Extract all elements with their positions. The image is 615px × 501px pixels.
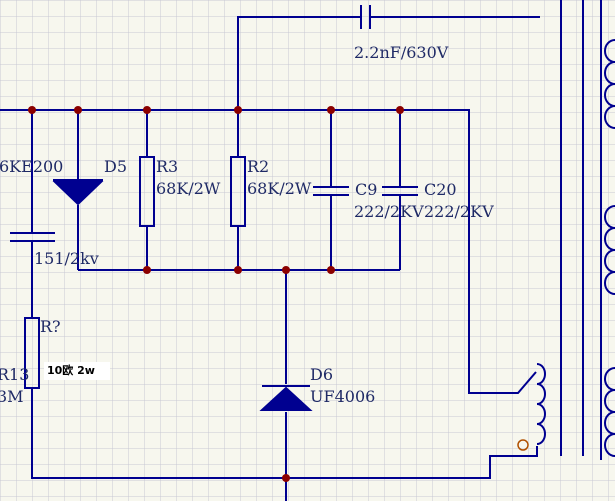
junction-dot <box>143 106 151 114</box>
diode-d5 <box>52 179 104 206</box>
cap-left-value-label: 151/2kv <box>34 249 99 268</box>
cap-top-left-wire <box>237 16 360 110</box>
junction-dot <box>74 106 82 114</box>
cap-left-symbol <box>10 232 55 242</box>
d6-value-label: UF4006 <box>310 387 376 406</box>
r2-label: R2 <box>247 157 270 176</box>
junction-dot <box>282 266 290 274</box>
junction-dot <box>327 106 335 114</box>
c9-label: C9 <box>355 180 378 199</box>
resistor-r2 <box>230 156 246 227</box>
r13-label: R13 <box>0 365 30 384</box>
junction-dot <box>234 106 242 114</box>
transformer-primary-coil <box>536 363 546 445</box>
junctions <box>28 106 404 482</box>
r13-value-label: 3M <box>0 387 24 406</box>
junction-dot <box>327 266 335 274</box>
d5-label: D5 <box>104 157 128 176</box>
r-note-label: 10欧 2w <box>44 362 110 380</box>
c20-value-label: 222/2KV <box>424 202 494 221</box>
junction-dot <box>282 474 290 482</box>
resistor-r3 <box>139 156 155 227</box>
cap-top-label: 2.2nF/630V <box>354 43 449 62</box>
wires <box>0 0 602 501</box>
c20-label: C20 <box>424 180 457 199</box>
d6-label: D6 <box>310 365 334 384</box>
r2-value-label: 68K/2W <box>247 179 312 198</box>
junction-dot <box>143 266 151 274</box>
junction-dot <box>396 106 404 114</box>
top-bus-wire <box>0 109 537 394</box>
resistor-r-unknown <box>24 317 40 389</box>
tvs-name-label: 6KE200 <box>0 157 64 176</box>
cap-c9-symbol <box>313 186 349 196</box>
transformer-secondary-coil-1 <box>604 39 615 129</box>
r3-value-label: 68K/2W <box>156 179 221 198</box>
r3-label: R3 <box>156 157 179 176</box>
c9-value-label: 222/2KV <box>354 202 424 221</box>
junction-dot <box>234 266 242 274</box>
junction-dot <box>28 106 36 114</box>
left-branch-wire-3 <box>31 388 538 479</box>
transformer-secondary-coil-2 <box>604 205 615 295</box>
cap-c20-symbol <box>382 186 418 196</box>
polarity-dot <box>517 439 529 451</box>
cap-top-symbol <box>360 5 371 29</box>
r-unknown-label: R? <box>40 317 61 336</box>
transformer-secondary-coil-3 <box>604 367 615 457</box>
diode-d6 <box>259 385 313 411</box>
